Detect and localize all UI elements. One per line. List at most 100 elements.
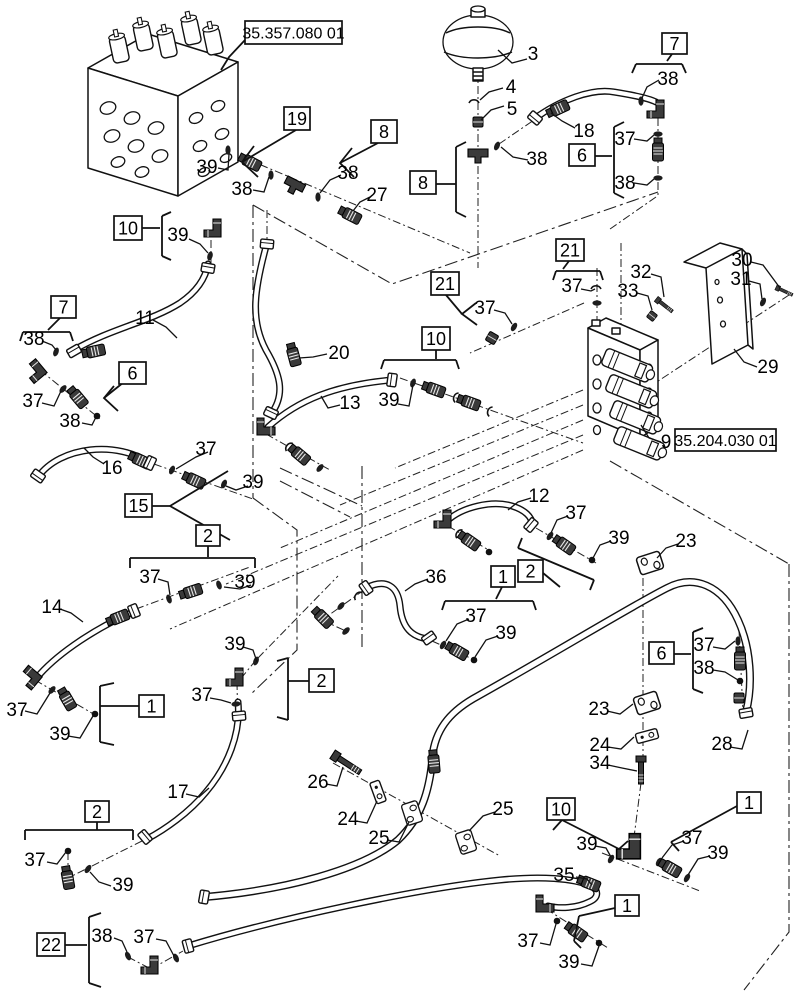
fitting-cyl <box>156 23 178 59</box>
port-hole <box>210 99 226 113</box>
box-callout-2: 2 <box>517 559 544 583</box>
fitting-ring <box>124 951 132 961</box>
callout-39: 39 <box>112 875 133 896</box>
leader-line <box>89 871 112 887</box>
box-callout-6: 6 <box>568 143 596 167</box>
section-ref-35-204-030-01[interactable]: 35.204.030 01 <box>674 428 777 452</box>
fitting-ring <box>207 251 213 261</box>
fitting-clamp <box>400 800 424 826</box>
box-callout-frame <box>50 295 77 319</box>
callout-37: 37 <box>6 700 27 721</box>
callout-13: 13 <box>339 393 360 414</box>
group-bracket <box>517 537 523 549</box>
box-callout-frame <box>409 170 437 195</box>
section-ref-frame[interactable] <box>244 20 343 45</box>
group-bracket <box>441 600 446 611</box>
box-callout-frame <box>36 932 66 957</box>
callout-37: 37 <box>565 503 586 524</box>
leader-line <box>575 876 593 886</box>
callout-38: 38 <box>614 173 635 194</box>
box-callout-number: 1 <box>744 793 754 813</box>
callout-24: 24 <box>337 809 359 830</box>
leader-line <box>319 174 342 194</box>
part-outline <box>741 248 754 350</box>
box-callout-number: 22 <box>41 935 61 955</box>
leader-line <box>320 395 341 409</box>
fitting-ring <box>268 170 274 180</box>
callout-39: 39 <box>242 472 263 493</box>
leader-line <box>152 319 178 339</box>
hose-36 <box>362 580 432 643</box>
fitting-cap <box>523 517 539 533</box>
port-hole <box>470 5 486 13</box>
assembly-axis <box>225 434 584 585</box>
box-callout-frame <box>84 800 110 823</box>
fitting-cyl <box>108 28 130 64</box>
leader-line <box>252 176 270 193</box>
box-callout-7: 7 <box>661 32 688 55</box>
hose-36-core <box>363 581 431 642</box>
box-callout-21: 21 <box>555 238 585 262</box>
group-bracket <box>455 211 467 218</box>
group-bracket <box>99 741 115 746</box>
fitting-clip <box>486 406 493 417</box>
group-bracket <box>666 53 673 62</box>
leader-line <box>175 451 209 470</box>
assembly-axis <box>215 145 471 254</box>
fitting-union <box>544 99 571 119</box>
fitting-union <box>575 874 602 893</box>
port-hole <box>151 149 169 163</box>
callout-20: 20 <box>328 343 349 364</box>
part-outline <box>611 327 621 335</box>
box-callout-frame <box>661 32 688 55</box>
port-hole <box>103 129 121 143</box>
port-hole <box>123 111 141 125</box>
fitting-cyl <box>202 20 224 56</box>
group-bracket <box>561 819 620 850</box>
group-bracket <box>495 586 503 600</box>
section-ref-35-357-080-01[interactable]: 35.357.080 01 <box>242 20 345 45</box>
hose-17-outline <box>143 698 242 843</box>
box-callout-number: 8 <box>418 173 428 193</box>
fitting-elbow <box>203 218 222 238</box>
part-outline <box>443 51 513 59</box>
leader-line <box>633 178 655 186</box>
fitting-plate <box>634 728 660 744</box>
fitting-clamp <box>454 829 478 855</box>
callout-37: 37 <box>614 129 635 150</box>
callout-9: 9 <box>661 432 672 453</box>
hose-13-outline <box>264 376 396 431</box>
leader-line <box>733 348 758 368</box>
fitting-cyl <box>180 10 202 46</box>
box-callout-frame <box>490 565 516 588</box>
assembly-axis <box>609 196 657 230</box>
group-bracket <box>542 572 561 588</box>
callout-39: 39 <box>608 528 629 549</box>
fitting-union <box>563 920 589 943</box>
port-hole <box>134 166 150 178</box>
fitting-plate <box>369 779 387 805</box>
phantom-boundary <box>279 467 363 507</box>
group-bracket <box>589 579 595 591</box>
fitting-union <box>444 640 470 662</box>
box-callout-number: 10 <box>426 329 446 349</box>
box-callout-7: 7 <box>50 295 77 319</box>
box-callout-number: 6 <box>577 145 587 165</box>
fitting-nut <box>485 331 499 345</box>
group-bracket <box>578 907 616 917</box>
callout-39: 39 <box>224 634 245 655</box>
fitting-sol <box>601 348 656 383</box>
hose-20-core <box>253 240 282 417</box>
callout-38: 38 <box>23 329 44 350</box>
group-bracket <box>445 294 463 315</box>
section-ref-frame[interactable] <box>674 428 777 452</box>
leader-line <box>493 309 513 325</box>
part-outline <box>472 67 484 82</box>
fitting-ring <box>683 873 691 883</box>
fitting-cap <box>527 110 543 126</box>
group-bracket <box>552 819 563 831</box>
callout-37: 37 <box>24 850 45 871</box>
leader-line <box>480 105 505 121</box>
group-bracket <box>276 716 289 721</box>
box-callout-frame <box>195 524 221 547</box>
